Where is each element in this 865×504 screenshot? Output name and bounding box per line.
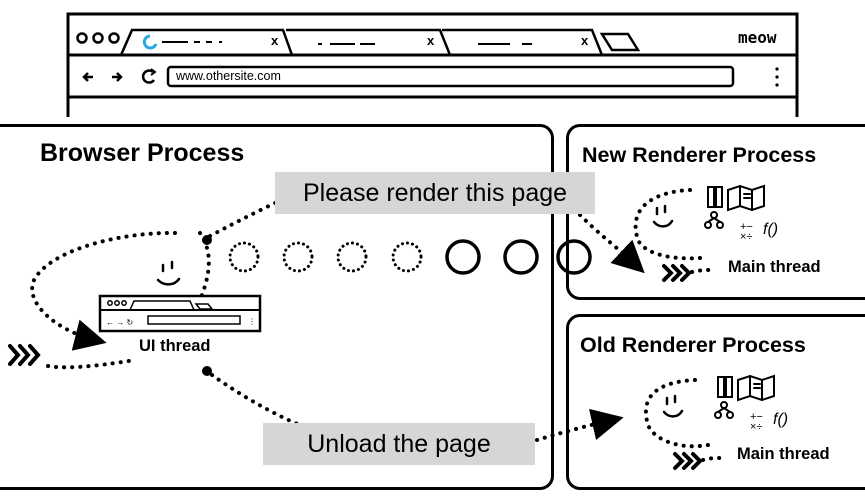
unload-arrow — [535, 408, 624, 442]
browser-window — [66, 12, 799, 117]
tools-icon: +− ×÷ f() — [704, 184, 778, 243]
tab-1-close-icon[interactable]: x — [271, 33, 279, 48]
tab-3[interactable] — [442, 28, 604, 56]
old-renderer-process-title: Old Renderer Process — [580, 333, 806, 357]
svg-text:⋮: ⋮ — [248, 317, 256, 326]
new-renderer-tail — [690, 268, 712, 274]
new-renderer-process-title: New Renderer Process — [582, 143, 817, 167]
message — [556, 239, 592, 275]
tab-3-close-icon[interactable]: x — [581, 33, 589, 48]
old-renderer-process-box — [566, 314, 865, 490]
chevrons-icon — [673, 452, 703, 470]
reload-icon[interactable] — [141, 68, 157, 84]
ipc-anchor-bottom — [202, 366, 212, 376]
tab-2-close-icon[interactable]: x — [427, 33, 435, 48]
message-queue — [228, 239, 592, 275]
pending-message — [282, 241, 314, 273]
pending-message — [228, 241, 260, 273]
chevrons-icon — [662, 264, 692, 282]
pending-message — [391, 241, 423, 273]
unload-message: Unload the page — [263, 423, 535, 465]
loading-spinner-icon — [142, 34, 158, 50]
ui-thread-loop — [30, 230, 177, 351]
address-bar[interactable] — [166, 65, 735, 88]
tools-icon: +− ×÷ f() — [714, 374, 788, 433]
old-renderer-thread-label: Main thread — [737, 445, 830, 463]
window-controls[interactable] — [76, 32, 120, 44]
back-icon[interactable] — [82, 72, 93, 82]
browser-process-title: Browser Process — [40, 139, 245, 167]
svg-text:×÷: ×÷ — [740, 231, 752, 243]
message — [503, 239, 539, 275]
chevrons-icon — [8, 344, 41, 366]
old-renderer-loop — [643, 378, 710, 449]
profile-label[interactable]: meow — [738, 28, 777, 47]
mini-browser-icon: ← → ↻ ⋮ — [98, 294, 262, 333]
face-icon — [652, 204, 674, 228]
url-text[interactable]: www.othersite.com — [176, 69, 281, 83]
menu-icon[interactable] — [775, 67, 779, 87]
forward-icon[interactable] — [112, 72, 123, 82]
svg-text:← → ↻: ← → ↻ — [106, 318, 133, 327]
svg-text:+−: +− — [740, 221, 753, 233]
message — [445, 239, 481, 275]
browser-process-box — [0, 124, 554, 490]
svg-text:f(): f() — [773, 411, 788, 428]
render-arrow — [578, 213, 645, 274]
new-renderer-thread-label: Main thread — [728, 258, 821, 276]
new-renderer-loop — [633, 188, 702, 261]
render-message-line — [208, 197, 286, 238]
face-icon — [156, 260, 181, 286]
ui-thread-label: UI thread — [139, 337, 211, 355]
pending-message — [336, 241, 368, 273]
svg-text:×÷: ×÷ — [750, 421, 762, 433]
face-icon — [662, 394, 684, 418]
ui-thread-tail — [46, 358, 137, 370]
old-renderer-tail — [701, 456, 722, 462]
tab-2[interactable] — [286, 28, 452, 56]
render-message: Please render this page — [275, 172, 595, 214]
svg-text:f(): f() — [763, 221, 778, 238]
svg-text:+−: +− — [750, 411, 763, 423]
tab-1[interactable] — [119, 28, 294, 56]
new-tab-button[interactable] — [599, 32, 641, 52]
